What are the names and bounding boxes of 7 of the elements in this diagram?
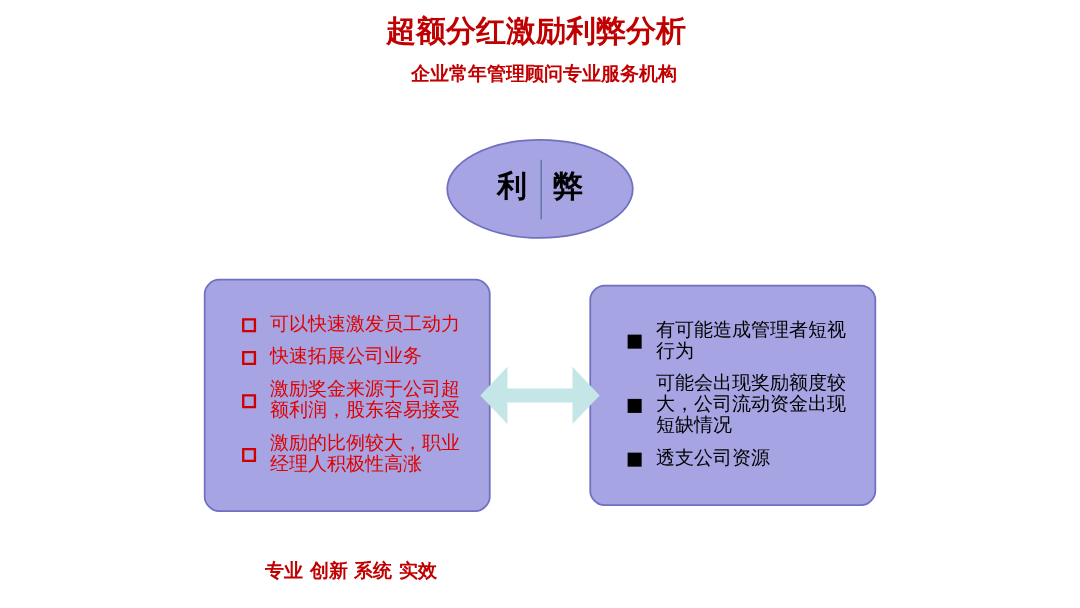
node-ellipse: 利 弊	[446, 139, 634, 239]
arrow	[480, 366, 600, 424]
node-box: 有可能造成管理者短视行为 可能会出现奖励额度较大，公司流动资金出现短缺情况 透支公司资源	[589, 284, 877, 507]
label: 企业常年管理顾问专业服务机构	[410, 63, 677, 85]
diagram-title: 超额分红激励利弊分析	[386, 12, 687, 48]
label: 专业 创新 系统 实效	[265, 560, 437, 582]
node-box: 可以快速激发员工动力 快速拓展公司业务 激励奖金来源于公司超额利润，股东容易接受 激励的比例较大，职业经理人积极性高涨	[203, 278, 491, 512]
